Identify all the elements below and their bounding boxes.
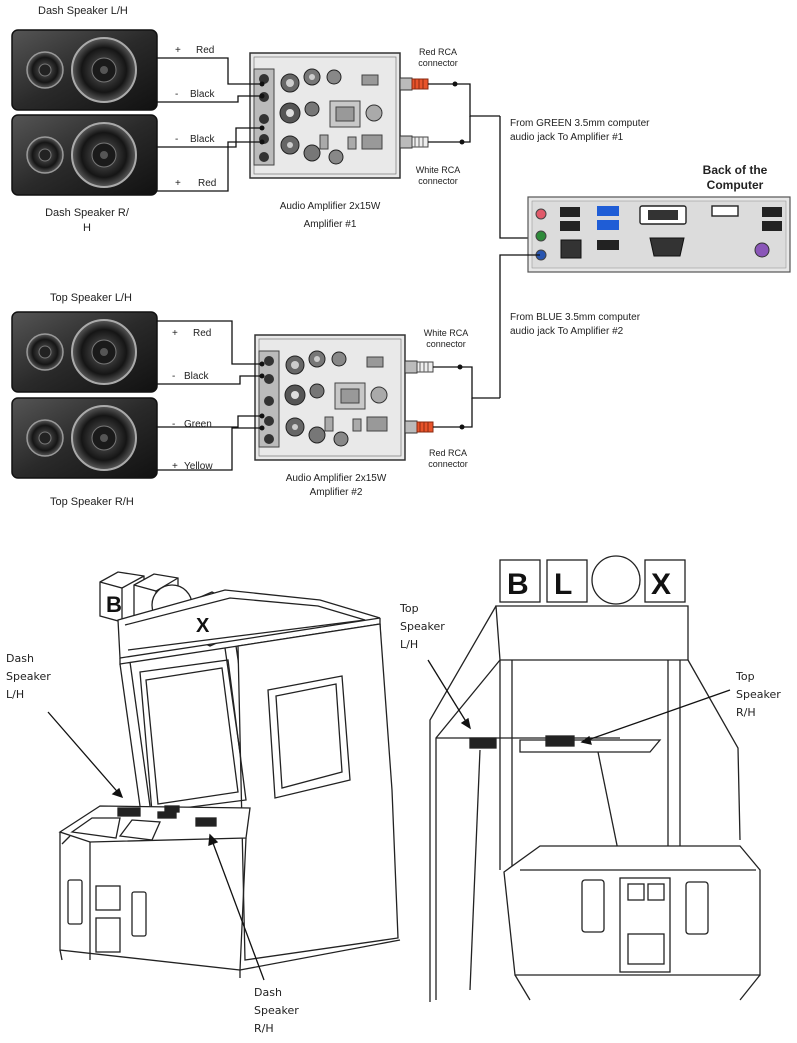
dash-speaker-rh-label: Dash Speaker R/ H [45, 207, 129, 234]
amp2-wire-2-color: Black [184, 371, 209, 382]
amp1-wire-3-sign: - [175, 134, 179, 145]
dash-speaker-lh-label: Dash Speaker L/H [38, 5, 128, 17]
amp1-name: Amplifier #1 [303, 219, 357, 230]
amp1-speaker-wires [157, 57, 262, 192]
amp2-title: Audio Amplifier 2x15W [285, 473, 387, 484]
left-sign-letter-x: X [196, 615, 210, 637]
right-sign-letter-x: X [651, 568, 671, 601]
amp1-wire-1-sign: + [175, 45, 181, 56]
amplifier-1-image [249, 52, 401, 179]
amp2-wire-2-sign: - [172, 371, 176, 382]
amp1-wire-4-sign: + [175, 178, 181, 189]
amp1-wire-4-color: Red [198, 178, 217, 189]
right-callout-arrows [427, 659, 731, 745]
amp2-speaker-wires [157, 320, 262, 471]
amp1-title: Audio Amplifier 2x15W [279, 201, 381, 212]
computer-back-panel [527, 196, 791, 273]
amp1-red-rca-label: Red RCA connector [418, 47, 458, 68]
left-cabinet-drawing [58, 571, 401, 978]
amp1-wire-2-sign: - [175, 89, 179, 100]
right-callout-top-lh: Top Speaker L/H [400, 602, 445, 651]
top-speaker-rh-label: Top Speaker R/H [50, 496, 134, 508]
pink-audio-jack-icon [535, 208, 547, 220]
amplifier-2-image [254, 334, 406, 461]
right-sign-letter-l: L [554, 568, 572, 601]
top-speaker-lh-label: Top Speaker L/H [50, 292, 132, 304]
amp2-red-rca-label: Red RCA connector [428, 448, 468, 469]
amp1-wire-3-color: Black [190, 134, 215, 145]
dash-speaker-lh-image [11, 29, 158, 111]
right-callout-top-rh: Top Speaker R/H [736, 670, 781, 719]
dash-speaker-rh-image [11, 114, 158, 196]
amp2-white-rca-label: White RCA connector [423, 328, 469, 349]
blue-jack-source-label: From BLUE 3.5mm computer audio jack To A… [510, 312, 641, 337]
amp1-wire-1-color: Red [196, 45, 215, 56]
amp2-wire-3-color: Green [184, 419, 212, 430]
right-cabinet-drawing [429, 555, 761, 1002]
left-callout-dash-lh: Dash Speaker L/H [6, 652, 51, 701]
top-speaker-lh-image [11, 311, 158, 393]
amp1-wire-2-color: Black [190, 89, 215, 100]
amp2-wire-1-sign: + [172, 328, 178, 339]
computer-title: Back of the Computer [702, 163, 768, 192]
top-speaker-rh-image [11, 397, 158, 479]
amp2-name: Amplifier #2 [309, 487, 363, 498]
amp2-wire-4-sign: + [172, 461, 178, 472]
amp2-wire-3-sign: - [172, 419, 176, 430]
amp2-wire-4-color: Yellow [184, 461, 213, 472]
amp1-white-rca-label: White RCA connector [415, 165, 461, 186]
left-sign-letter-b: B [106, 592, 122, 617]
amp2-wire-1-color: Red [193, 328, 212, 339]
right-sign-letter-b: B [507, 568, 529, 601]
left-callout-dash-rh: Dash Speaker R/H [254, 986, 299, 1035]
green-audio-jack-icon [535, 230, 547, 242]
left-callout-arrows [47, 711, 265, 981]
green-jack-source-label: From GREEN 3.5mm computer audio jack To … [510, 118, 650, 143]
